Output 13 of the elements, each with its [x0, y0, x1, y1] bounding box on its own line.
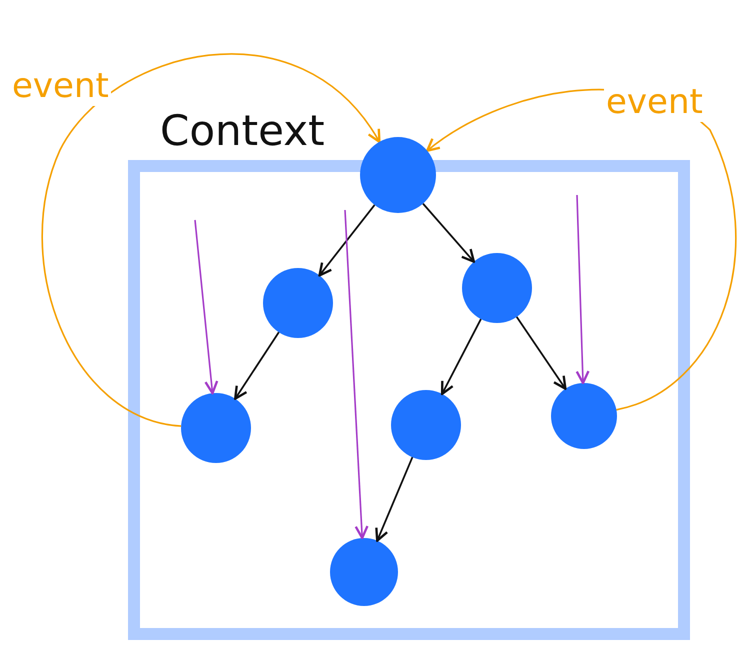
arrow — [234, 332, 280, 400]
arrow — [422, 203, 476, 263]
flow-arrow — [576, 194, 590, 384]
arrow — [440, 318, 482, 396]
arrow — [41, 54, 381, 427]
arrow — [516, 316, 567, 390]
component-circle — [360, 137, 436, 213]
component-circle — [462, 253, 532, 323]
arrow — [375, 456, 414, 542]
flow-arrow — [344, 210, 369, 540]
flow-arrow — [194, 220, 218, 394]
arrow — [318, 204, 376, 277]
context-heading: Context — [160, 106, 325, 155]
